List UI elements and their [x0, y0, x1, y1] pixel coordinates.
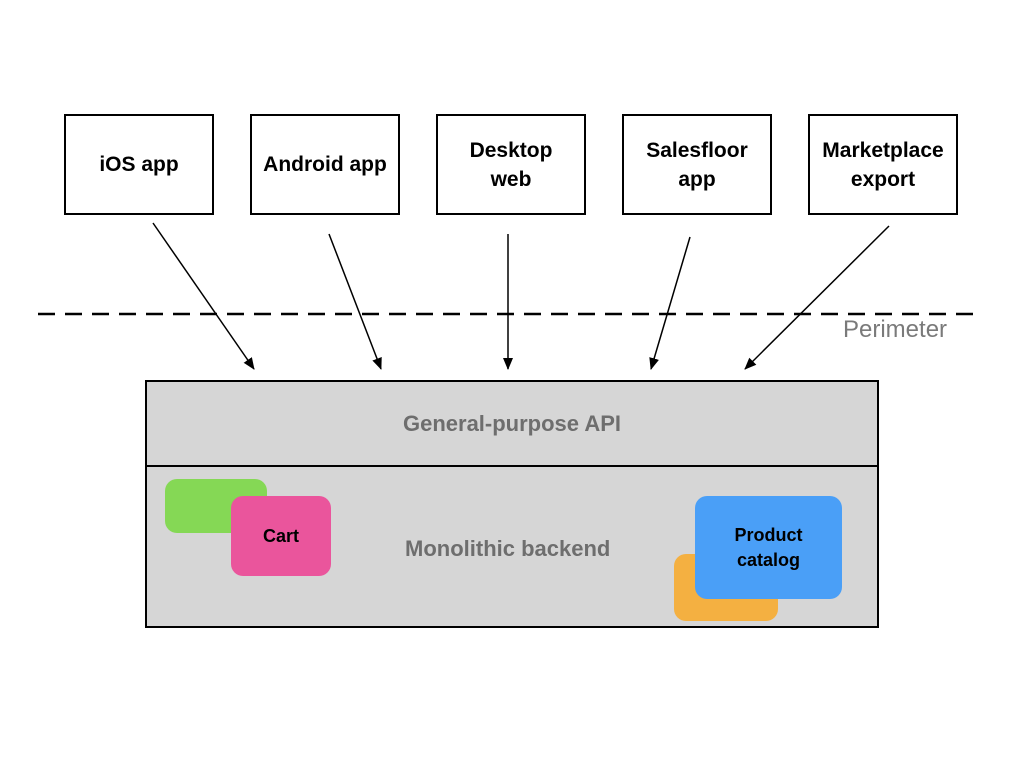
client-desktop-web: Desktop web	[436, 114, 586, 215]
client-label-line-1: Salesfloor	[646, 138, 748, 162]
perimeter-label: Perimeter	[843, 316, 948, 343]
arrow-android	[328, 233, 382, 370]
client-label: iOS app	[99, 153, 179, 176]
client-label-line-2: export	[850, 167, 916, 191]
client-label-line-2: web	[490, 167, 532, 191]
catalog-label-line-1: Product	[734, 524, 803, 545]
monolithic-backend-label: Monolithic backend	[405, 536, 611, 561]
client-label-line-2: app	[678, 167, 716, 191]
client-label-line-1: Marketplace	[822, 138, 944, 162]
cart-label: Cart	[262, 525, 299, 546]
client-salesfloor-app: Salesfloor app	[622, 114, 772, 215]
module-product-catalog: Product catalog	[695, 496, 842, 599]
client-ios-app: iOS app	[64, 114, 214, 215]
module-cart: Cart	[231, 496, 331, 576]
arrow-marketplace	[744, 225, 890, 370]
backend-container: General-purpose API Monolithic backend C…	[145, 380, 879, 628]
arrow-ios	[152, 222, 255, 370]
api-label: General-purpose API	[402, 410, 621, 436]
client-label-line-1: Desktop	[469, 138, 553, 162]
general-purpose-api-layer: General-purpose API	[147, 382, 877, 467]
catalog-label-line-2: catalog	[736, 549, 801, 570]
client-android-app: Android app	[250, 114, 400, 215]
arrow-salesfloor	[649, 236, 691, 370]
client-label: Android app	[263, 153, 387, 176]
client-marketplace-export: Marketplace export	[808, 114, 958, 215]
